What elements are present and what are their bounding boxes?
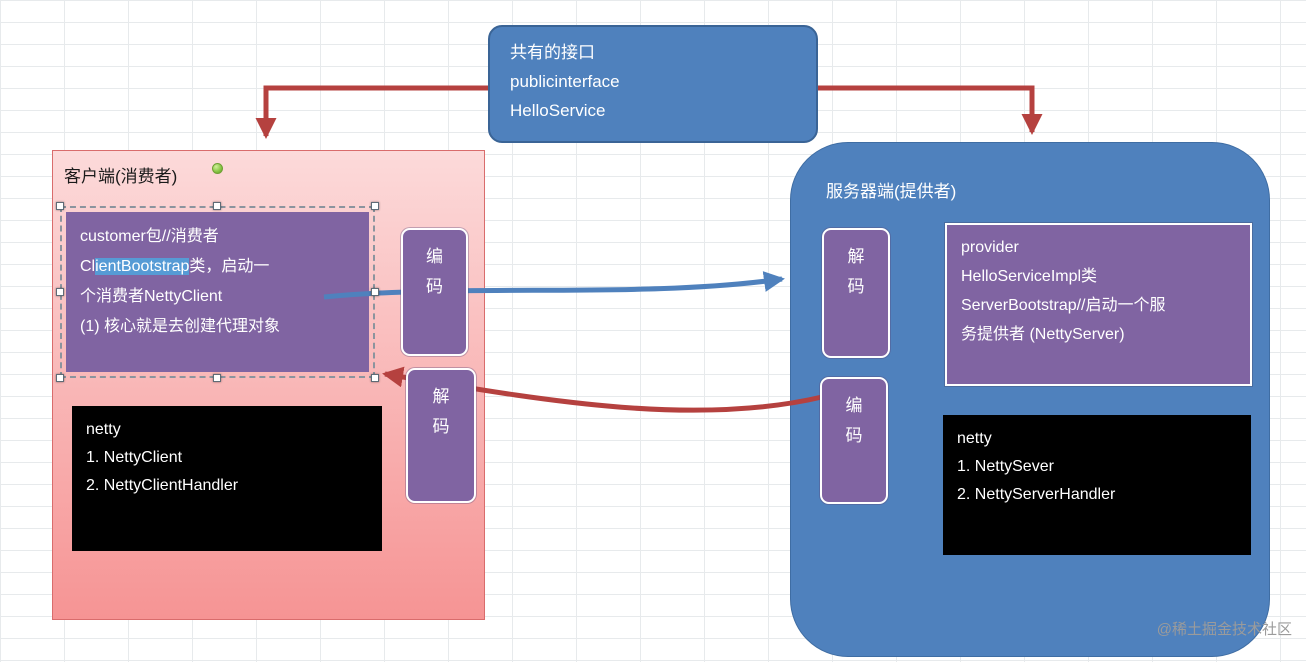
server-netty-line-2: 1. NettySever: [957, 458, 1054, 475]
selection-handle-top-left[interactable]: [56, 202, 64, 210]
watermark: @稀土掘金技术社区: [1156, 621, 1292, 638]
selection-handle-bottom-center[interactable]: [213, 374, 221, 382]
shared-interface-line-2: publicinterface: [510, 72, 620, 91]
selection-handle-mid-right[interactable]: [371, 288, 379, 296]
server-decoder-label: 解码: [847, 247, 865, 296]
server-title: 服务器端(提供者): [826, 182, 957, 201]
shared-interface-box[interactable]: 共有的接口 publicinterface HelloService: [488, 25, 818, 143]
bootstrap-line-1: customer包//消费者: [80, 228, 219, 245]
rotation-handle[interactable]: [212, 163, 223, 174]
client-decoder-label: 解码: [432, 387, 450, 436]
shared-interface-line-3: HelloService: [510, 101, 606, 120]
bootstrap-line-2: ClientBootstrap类，启动一: [80, 252, 355, 282]
selection-handle-bottom-right[interactable]: [371, 374, 379, 382]
server-provider-box[interactable]: provider HelloServiceImpl类 ServerBootstr…: [945, 223, 1252, 386]
selection-handle-mid-left[interactable]: [56, 288, 64, 296]
shared-interface-line-1: 共有的接口: [510, 43, 595, 62]
provider-line-1: provider: [961, 239, 1019, 256]
server-netty-line-3: 2. NettyServerHandler: [957, 486, 1116, 503]
selection-handle-top-center[interactable]: [213, 202, 221, 210]
arrow-shared-to-server: [817, 85, 1043, 136]
provider-line-3: ServerBootstrap//启动一个服: [961, 297, 1166, 314]
bootstrap-line-2-selected-text: ientBootstrap: [95, 258, 190, 275]
provider-line-2: HelloServiceImpl类: [961, 268, 1098, 285]
bootstrap-line-2-post: 类，启动一: [189, 258, 270, 275]
client-bootstrap-box[interactable]: customer包//消费者 ClientBootstrap类，启动一 个消费者…: [66, 212, 369, 372]
client-encoder-box[interactable]: 编码: [401, 228, 468, 356]
client-title: 客户端(消费者): [64, 167, 178, 186]
client-netty-line-3: 2. NettyClientHandler: [86, 477, 239, 494]
server-netty-box[interactable]: netty 1. NettySever 2. NettyServerHandle…: [943, 415, 1251, 555]
client-decoder-box[interactable]: 解码: [406, 368, 476, 503]
server-netty-line-1: netty: [957, 430, 992, 447]
bootstrap-line-2-pre: Cl: [80, 258, 96, 275]
bootstrap-line-3: 个消费者NettyClient: [80, 288, 223, 305]
client-netty-box[interactable]: netty 1. NettyClient 2. NettyClientHandl…: [72, 406, 382, 551]
server-encoder-box[interactable]: 编码: [820, 377, 888, 504]
client-encoder-label: 编码: [425, 247, 443, 296]
selection-handle-top-right[interactable]: [371, 202, 379, 210]
client-netty-line-1: netty: [86, 421, 121, 438]
selection-handle-bottom-left[interactable]: [56, 374, 64, 382]
client-netty-line-2: 1. NettyClient: [86, 449, 183, 466]
server-decoder-box[interactable]: 解码: [822, 228, 890, 358]
provider-line-4: 务提供者 (NettyServer): [961, 326, 1125, 343]
bootstrap-line-4: (1) 核心就是去创建代理对象: [80, 318, 281, 335]
server-encoder-label: 编码: [845, 396, 863, 445]
arrow-shared-to-client: [255, 85, 489, 140]
arrow-client-to-server: [323, 271, 785, 300]
